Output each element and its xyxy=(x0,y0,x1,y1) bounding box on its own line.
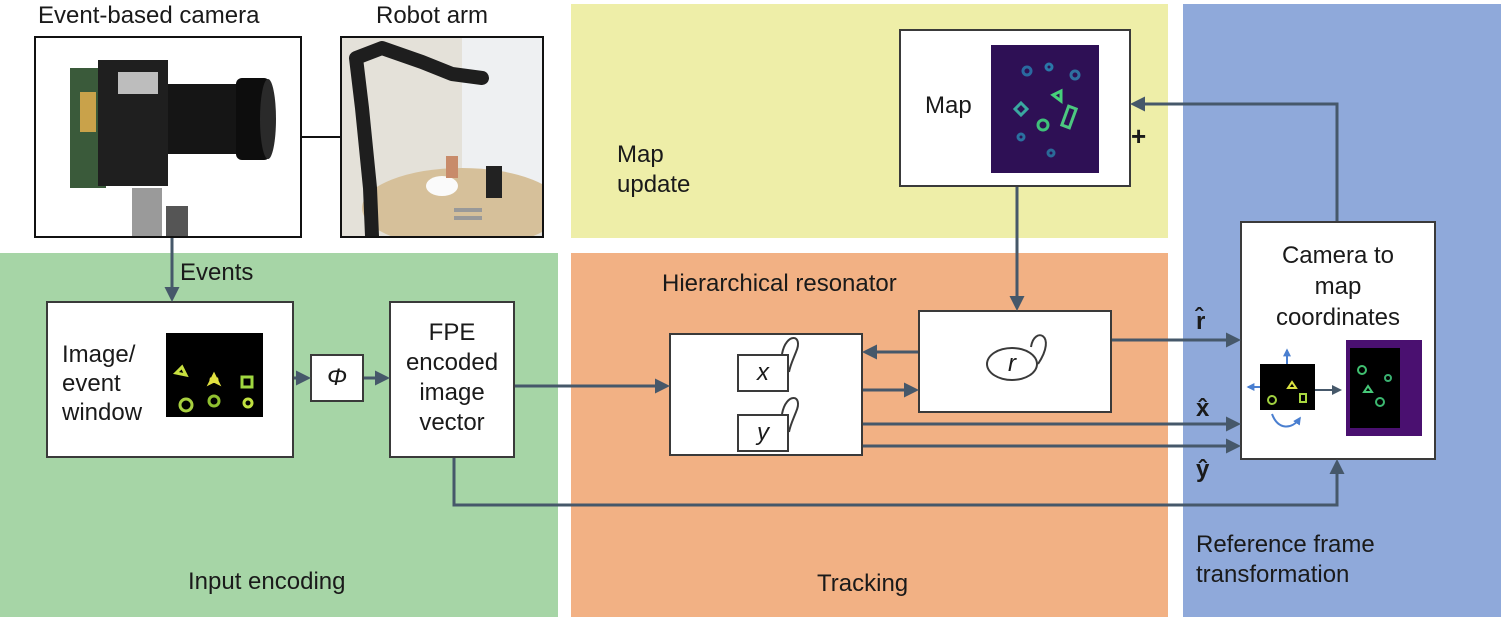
robot-illustration xyxy=(342,38,562,248)
rotate-arrow xyxy=(1271,413,1301,428)
map-pattern xyxy=(1012,62,1081,158)
x-self-loop xyxy=(781,337,799,373)
x-factor-box xyxy=(737,354,789,392)
camera-title: Event-based camera xyxy=(38,2,260,29)
y-self-loop xyxy=(781,397,799,433)
event-window-pattern xyxy=(172,364,254,413)
camera-illustration xyxy=(36,38,300,236)
fpe-box xyxy=(389,301,515,458)
hierarchical-resonator-label: Hierarchical resonator xyxy=(662,270,897,297)
camera-frame-thumbnail xyxy=(1260,364,1315,410)
image-event-window-label: Image/ event window xyxy=(62,341,143,426)
fpe-bypass-arrow xyxy=(452,458,1345,507)
camera-to-map-label: Camera to map coordinates xyxy=(1275,242,1401,331)
camera-frame-pattern xyxy=(1267,380,1307,405)
r-hat-label: r̂ xyxy=(1196,308,1206,335)
map-frame-thumbnail xyxy=(1346,340,1422,436)
camera-photo xyxy=(34,36,302,238)
map-update-arrow xyxy=(1130,96,1339,221)
y-factor-box xyxy=(737,414,789,452)
y-factor-label: y xyxy=(757,419,769,446)
phi-label: Φ xyxy=(326,364,348,391)
map-frame-pattern xyxy=(1357,365,1392,407)
phi-box xyxy=(310,354,364,402)
events-label: Events xyxy=(180,259,254,286)
y-hat-label: ŷ xyxy=(1196,456,1210,483)
r-factor-ellipse xyxy=(986,347,1038,381)
r-self-loop xyxy=(1030,334,1047,365)
map-update-label: Map update xyxy=(617,141,691,198)
r-factor-label: r xyxy=(1008,350,1016,377)
event-window-thumbnail xyxy=(166,333,263,417)
input-encoding-label: Input encoding xyxy=(188,568,346,595)
fpe-label: FPE encoded image vector xyxy=(405,319,499,436)
plus-sign: + xyxy=(1131,121,1147,151)
x-factor-label: x xyxy=(757,359,769,386)
robot-title: Robot arm xyxy=(376,2,489,29)
map-label: Map xyxy=(925,92,972,119)
reference-frame-label: Reference frame transformation xyxy=(1196,531,1375,588)
map-thumbnail xyxy=(991,45,1099,173)
robot-photo xyxy=(340,36,562,248)
x-hat-label: x̂ xyxy=(1196,395,1210,422)
tracking-label: Tracking xyxy=(817,570,909,597)
